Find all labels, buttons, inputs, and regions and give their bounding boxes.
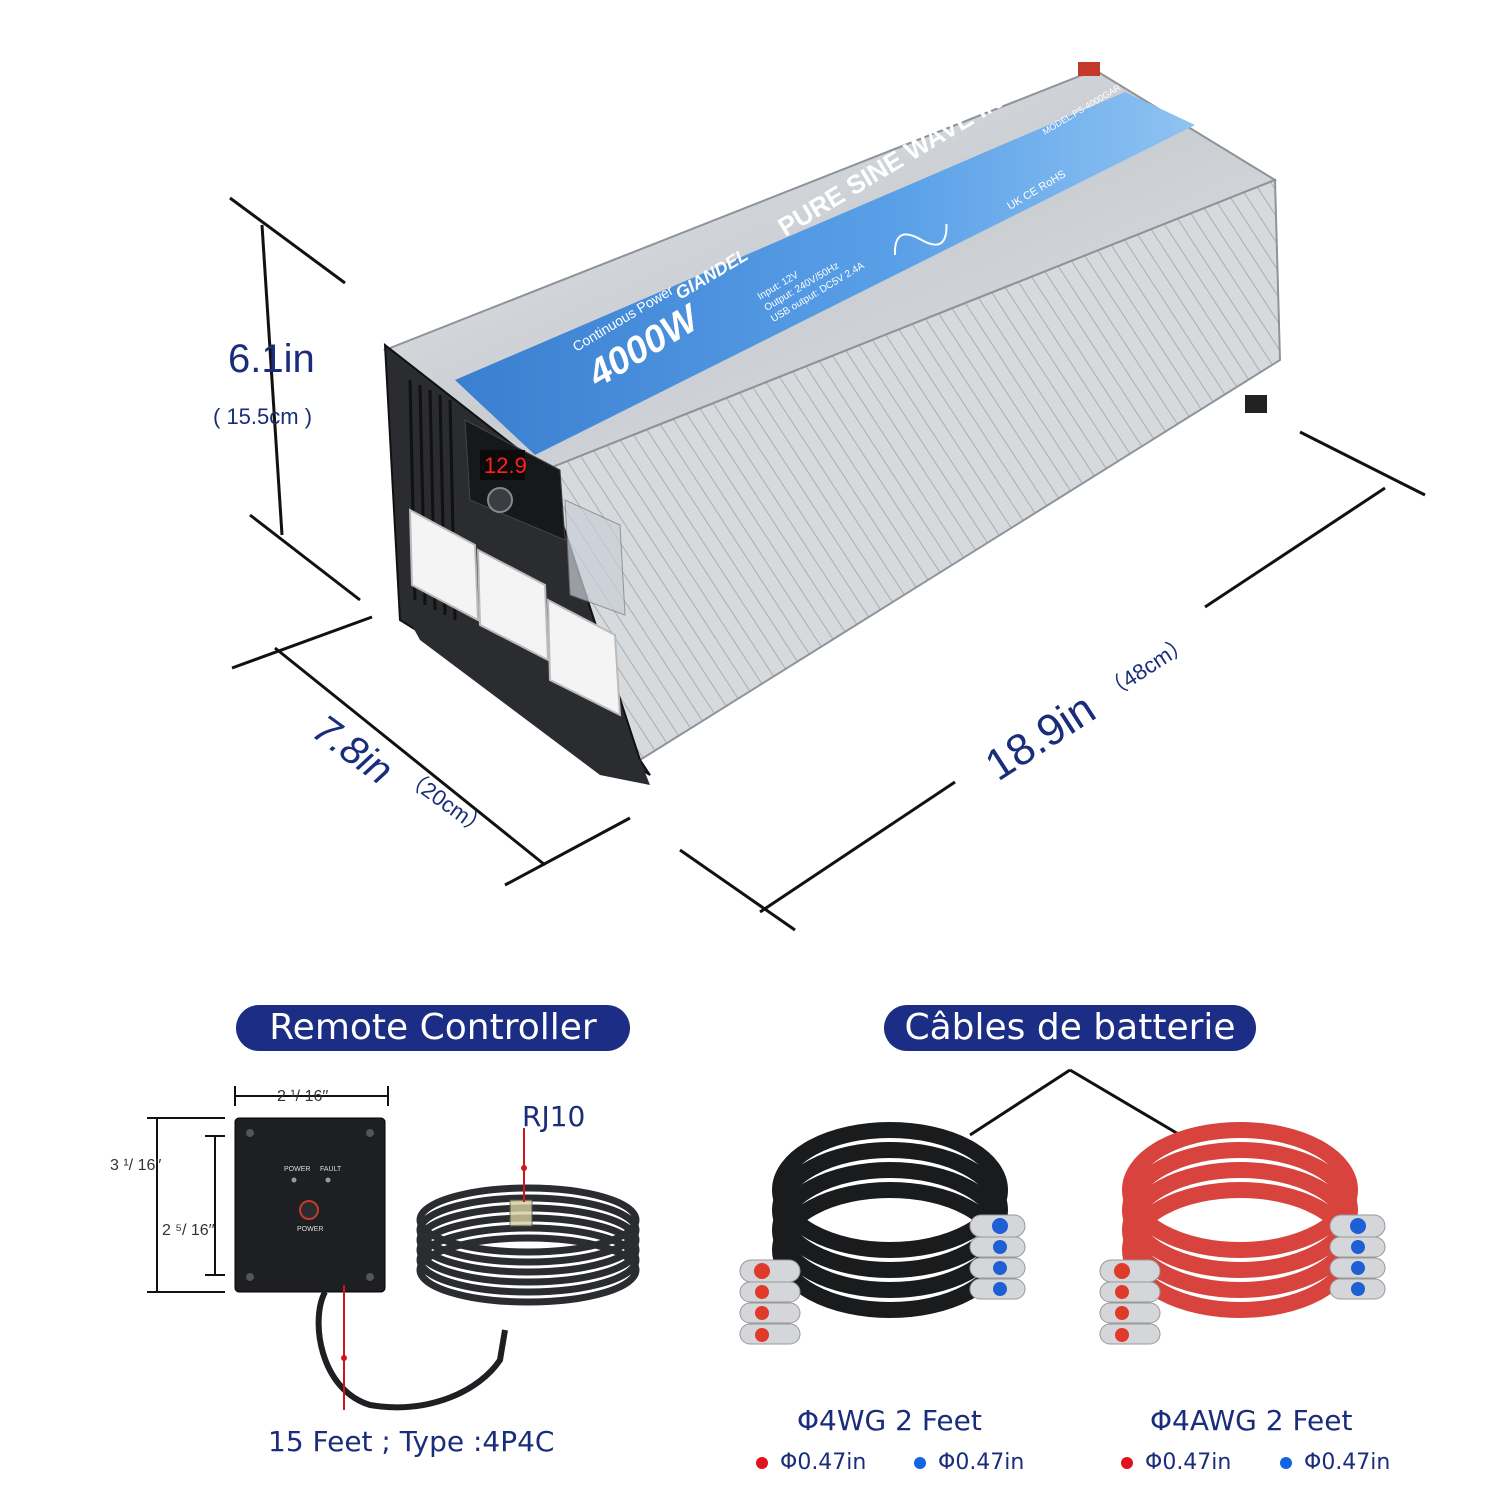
width-inches: 7.8in: [305, 707, 401, 794]
black-cable-lugs: [739, 1214, 1026, 1345]
red-cable-caption: Φ4AWG 2 Feet: [1150, 1404, 1353, 1437]
dimension-lines: [229, 196, 1426, 932]
black-cable-blue-diameter: Φ0.47in: [914, 1450, 1024, 1475]
power-led-label: POWER: [284, 1166, 310, 1173]
length-cm: （48cm）: [1099, 630, 1195, 704]
red-dot-icon: [1121, 1457, 1133, 1469]
red-cable-red-diameter: Φ0.47in: [1121, 1450, 1231, 1475]
remote-cable-caption: 15 Feet ; Type :4P4C: [268, 1425, 555, 1458]
inverter-illustration: 12.9 4000W Continuous Power GIANDEL PURE…: [213, 62, 1426, 932]
red-cable-blue-diameter: Φ0.47in: [1280, 1450, 1390, 1475]
power-button-icon: [299, 1200, 319, 1220]
fault-led-label: FAULT: [320, 1166, 342, 1173]
blue-dot-icon: [1280, 1457, 1292, 1469]
black-cable-red-diameter: Φ0.47in: [756, 1450, 866, 1475]
length-inches: 18.9in: [977, 684, 1104, 790]
black-cable-caption: Φ4WG 2 Feet: [797, 1404, 982, 1437]
rj10-label: RJ10: [522, 1100, 586, 1133]
height-cm: ( 15.5cm ): [213, 404, 312, 429]
sine-wave-icon: [893, 224, 948, 256]
red-cable-lugs: [1099, 1214, 1386, 1345]
battery-cables-illustration: [739, 1068, 1386, 1345]
remote-outer-height-label: 3 ¹/ 16′′: [110, 1157, 161, 1174]
width-cm: （20cm）: [399, 764, 493, 842]
rj10-plug-icon: [509, 1199, 533, 1227]
display-readout: 12.9: [484, 453, 527, 478]
blue-dot-icon: [914, 1457, 926, 1469]
remote-button-label: POWER: [297, 1226, 323, 1233]
remote-inner-height-label: 2 ⁵/ 16′′: [162, 1222, 215, 1239]
remote-illustration: 2 ¹/ 16′′ 3 ¹/ 16′′ 2 ⁵/ 16′′ POWER FAUL…: [110, 1086, 640, 1411]
battery-cables-heading: Câbles de batterie: [884, 1005, 1256, 1051]
remote-controller-heading: Remote Controller: [236, 1005, 630, 1051]
remote-width-label: 2 ¹/ 16′′: [277, 1088, 328, 1105]
red-dot-icon: [756, 1457, 768, 1469]
height-inches: 6.1in: [228, 337, 315, 381]
